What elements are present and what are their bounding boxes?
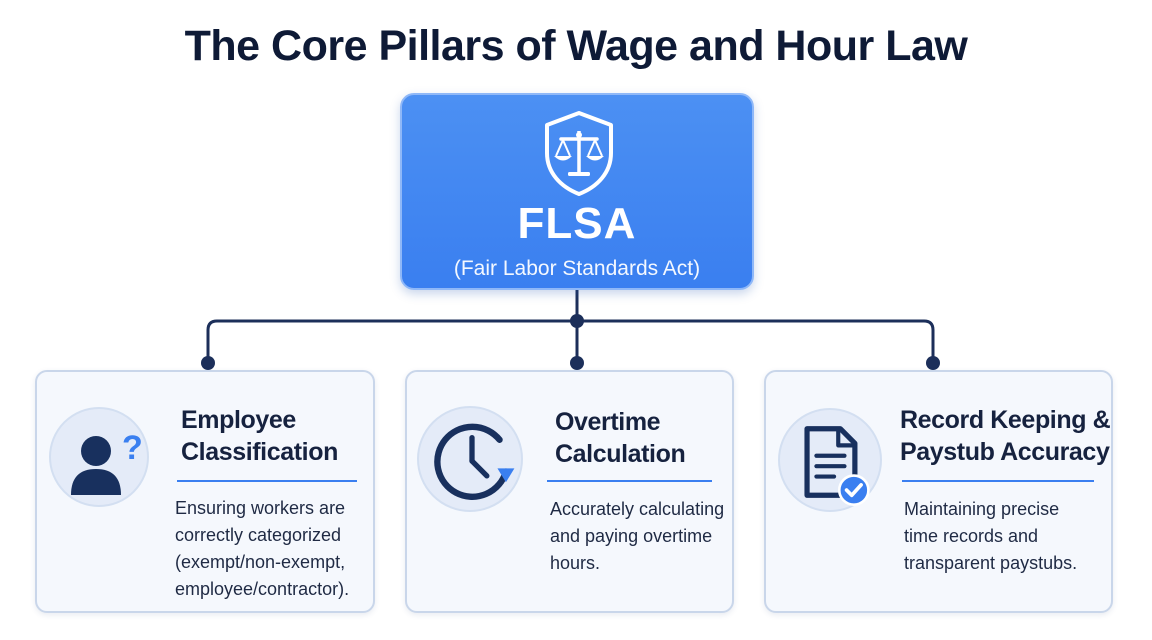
heading-underline <box>547 480 712 482</box>
shield-scales-icon <box>545 111 613 196</box>
person-question-icon: ? <box>71 429 143 495</box>
branch-dot-right <box>926 356 940 370</box>
description-line: (exempt/non-exempt, <box>175 552 346 572</box>
pillar-description: Accurately calculating and paying overti… <box>550 496 724 577</box>
pillar-heading: Employee Classification <box>181 404 338 468</box>
clock-icon <box>434 423 515 500</box>
junction-dot <box>570 314 584 328</box>
heading-line: Calculation <box>555 440 686 468</box>
root-acronym: FLSA <box>517 199 637 248</box>
diagram-title: The Core Pillars of Wage and Hour Law <box>184 22 968 70</box>
heading-line: Paystub Accuracy <box>900 438 1110 466</box>
document-check-icon <box>804 426 870 506</box>
pillar-description: Ensuring workers are correctly categoriz… <box>175 495 349 603</box>
pillar-card-record-keeping: Record Keeping & Paystub Accuracy Mainta… <box>764 370 1113 613</box>
root-full-name: (Fair Labor Standards Act) <box>453 257 701 280</box>
svg-text:?: ? <box>122 429 143 467</box>
description-line: and paying overtime <box>550 526 713 546</box>
pillar-card-classification: ? Employee Classification Ensuring worke… <box>35 370 375 613</box>
heading-line: Classification <box>181 438 338 466</box>
flsa-root-node: FLSA (Fair Labor Standards Act) <box>400 93 754 290</box>
description-line: hours. <box>550 553 601 573</box>
heading-line: Record Keeping & <box>900 406 1111 434</box>
branch-dot-left <box>201 356 215 370</box>
branch-line <box>206 319 935 362</box>
heading-underline <box>177 480 357 482</box>
description-line: employee/contractor). <box>175 579 350 599</box>
icon-circle <box>778 408 882 512</box>
description-line: transparent paystubs. <box>904 553 1078 573</box>
description-line: Accurately calculating <box>550 499 725 519</box>
pillar-heading: Record Keeping & Paystub Accuracy <box>900 404 1111 468</box>
heading-underline <box>902 480 1094 482</box>
pillar-card-overtime: Overtime Calculation Accurately calculat… <box>405 370 734 613</box>
icon-circle: ? <box>49 407 149 507</box>
pillar-heading: Overtime Calculation <box>555 406 686 470</box>
description-line: time records and <box>904 526 1039 546</box>
heading-line: Overtime <box>555 408 661 436</box>
description-line: Maintaining precise <box>904 499 1060 519</box>
pillar-description: Maintaining precise time records and tra… <box>904 496 1077 577</box>
branch-dot-center <box>570 356 584 370</box>
icon-circle <box>417 406 523 512</box>
heading-line: Employee <box>181 406 296 434</box>
description-line: Ensuring workers are <box>175 498 346 518</box>
description-line: correctly categorized <box>175 525 342 545</box>
